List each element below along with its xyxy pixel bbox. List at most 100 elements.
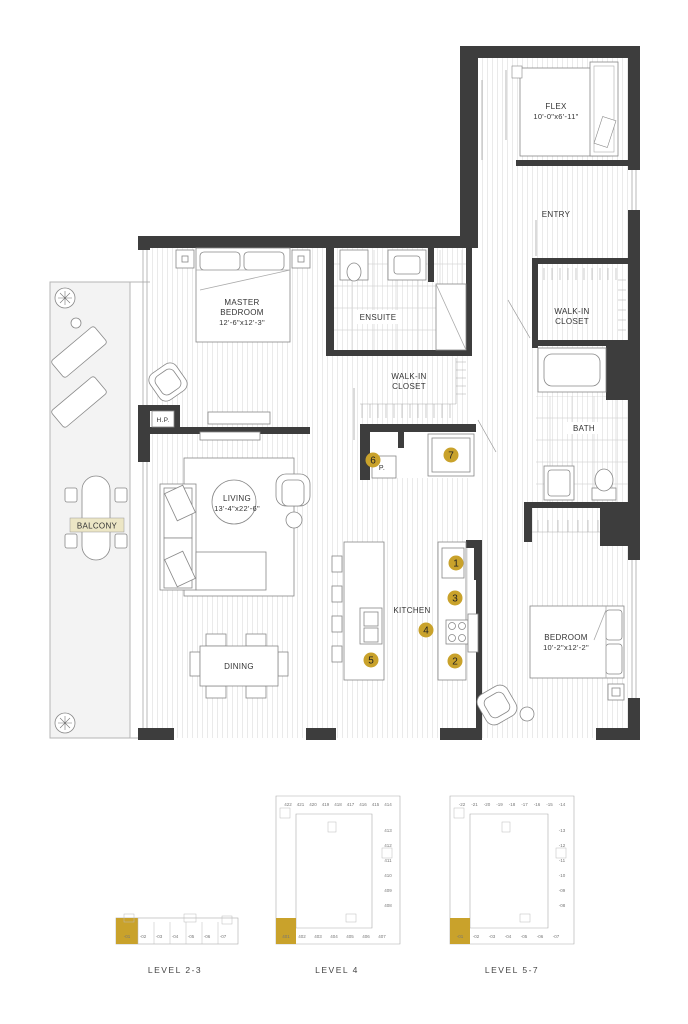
lounger <box>51 326 107 428</box>
keyplan-unit-label: 419 <box>322 802 330 807</box>
balcony: BALCONY <box>49 281 150 739</box>
bath-label-bg <box>566 422 602 434</box>
master-closet-label-2: CLOSET <box>392 382 426 391</box>
flex-label: FLEX <box>545 102 567 111</box>
bath-label: BATH <box>573 424 595 433</box>
keyplan-unit-label: -07 <box>553 934 560 939</box>
dining-table <box>189 633 289 699</box>
marker-5[interactable]: 5 <box>363 652 379 668</box>
keyplan-level-5-7: -22-21-20-19-18-17-16-15-14-13-12-11-10-… <box>449 795 575 975</box>
marker-7[interactable]: 7 <box>443 447 459 463</box>
master-label-2: BEDROOM <box>220 308 263 317</box>
master-bedroom <box>175 247 311 441</box>
kitchen-label: KITCHEN <box>393 606 430 615</box>
keyplan-unit-label: -18 <box>509 802 516 807</box>
keyplan-level-4-label: LEVEL 4 <box>315 965 359 975</box>
hp-label: H.P. <box>156 417 169 424</box>
keyplan-unit-label: 417 <box>347 802 355 807</box>
bedroom-dims: 10'-2"x12'-2" <box>543 643 589 652</box>
keyplan-unit-label: -17 <box>521 802 528 807</box>
door-swings <box>353 70 537 453</box>
bedroom-label: BEDROOM <box>544 633 587 642</box>
keyplan-unit-label: -22 <box>459 802 466 807</box>
keyplan-unit-label: 418 <box>334 802 342 807</box>
master-dims: 12'-6"x12'-3" <box>219 318 265 327</box>
keyplan-unit-label: 409 <box>384 888 392 893</box>
living-dims: 13'-4"x22'-6" <box>214 504 260 513</box>
keyplan-unit-label: 404 <box>330 934 338 939</box>
keyplan-level-5-7-label: LEVEL 5-7 <box>485 965 539 975</box>
keyplan-unit-label: -02 <box>140 934 147 939</box>
master-closet <box>360 358 466 418</box>
ensuite-label: ENSUITE <box>360 313 397 322</box>
keyplan-unit-label: -15 <box>546 802 553 807</box>
balcony-label-bg <box>69 517 125 533</box>
flex-room: FLEX 10'-0"x6'-11" <box>511 61 619 157</box>
kitchen <box>331 541 479 681</box>
keyplan-unit-label: 407 <box>378 934 386 939</box>
keyplan-unit-label: 420 <box>309 802 317 807</box>
bath <box>537 347 617 501</box>
keyplan-unit-label: 405 <box>346 934 354 939</box>
keyplan-unit-label: 401 <box>282 934 290 939</box>
marker-2[interactable]: 2 <box>447 653 463 669</box>
keyplan-unit-label: -09 <box>559 888 566 893</box>
svg-text:2: 2 <box>452 657 458 668</box>
keyplan-unit-label: 411 <box>384 858 392 863</box>
keyplan-unit-label: -04 <box>172 934 179 939</box>
svg-text:3: 3 <box>452 594 458 605</box>
window-glazing <box>142 170 637 738</box>
walls <box>138 46 640 740</box>
living-room <box>159 457 311 597</box>
ensuite-label-bg <box>356 310 400 324</box>
keyplan-unit-label: -21 <box>471 802 478 807</box>
master-label-1: MASTER <box>224 298 259 307</box>
plant-icon <box>54 712 76 734</box>
keyplan-unit-label: -06 <box>537 934 544 939</box>
keyplan-unit-label: -02 <box>473 934 480 939</box>
flex-dims: 10'-0"x6'-11" <box>533 112 578 121</box>
master-closet-label-1: WALK-IN <box>391 372 426 381</box>
svg-text:7: 7 <box>448 451 454 462</box>
armchair <box>148 362 188 402</box>
entry-closet-label-1: WALK-IN <box>554 307 589 316</box>
keyplan-unit-label: -19 <box>496 802 503 807</box>
marker-3[interactable]: 3 <box>447 590 463 606</box>
keyplan-level-2-3-label: LEVEL 2-3 <box>148 965 202 975</box>
bedroom <box>476 605 625 726</box>
keyplan-unit-label: 406 <box>362 934 370 939</box>
keyplan-level-2-3: -01-02-03-04-05-06-07 LEVEL 2-3 <box>115 913 239 975</box>
keyplan-unit-label: -07 <box>220 934 227 939</box>
ensuite <box>339 249 467 351</box>
keyplan-unit-label: 414 <box>384 802 392 807</box>
plant-icon <box>54 287 76 309</box>
keyplan-unit-label: 402 <box>298 934 306 939</box>
marker-4[interactable]: 4 <box>418 622 434 638</box>
feature-markers: 1 2 3 4 5 6 7 <box>363 447 464 669</box>
keyplan-unit-label: 422 <box>284 802 292 807</box>
hp-closet <box>151 410 175 428</box>
balcony-label: BALCONY <box>77 522 118 531</box>
svg-text:4: 4 <box>423 626 429 637</box>
keyplan-unit-label: -13 <box>559 828 566 833</box>
keyplan-unit-label: -08 <box>559 903 566 908</box>
entry-label: ENTRY <box>542 210 571 219</box>
pantry-label: P. <box>379 465 385 472</box>
keyplan-unit-label: -06 <box>204 934 211 939</box>
keyplan-unit-label: -05 <box>188 934 195 939</box>
keyplan-unit-label: -03 <box>489 934 496 939</box>
keyplan-unit-label: -01 <box>457 934 464 939</box>
entry-closet-label-2: CLOSET <box>555 317 589 326</box>
keyplan-unit-label: -20 <box>484 802 491 807</box>
keyplan-unit-label: 408 <box>384 903 392 908</box>
marker-6[interactable]: 6 <box>365 452 381 468</box>
keyplan-unit-label: 415 <box>372 802 380 807</box>
keyplan-unit-label: -12 <box>559 843 566 848</box>
marker-1[interactable]: 1 <box>448 555 464 571</box>
keyplan-unit-label: -14 <box>559 802 566 807</box>
keyplan-unit-label: -16 <box>534 802 541 807</box>
keyplan-unit-label: -04 <box>505 934 512 939</box>
svg-text:1: 1 <box>453 559 459 570</box>
